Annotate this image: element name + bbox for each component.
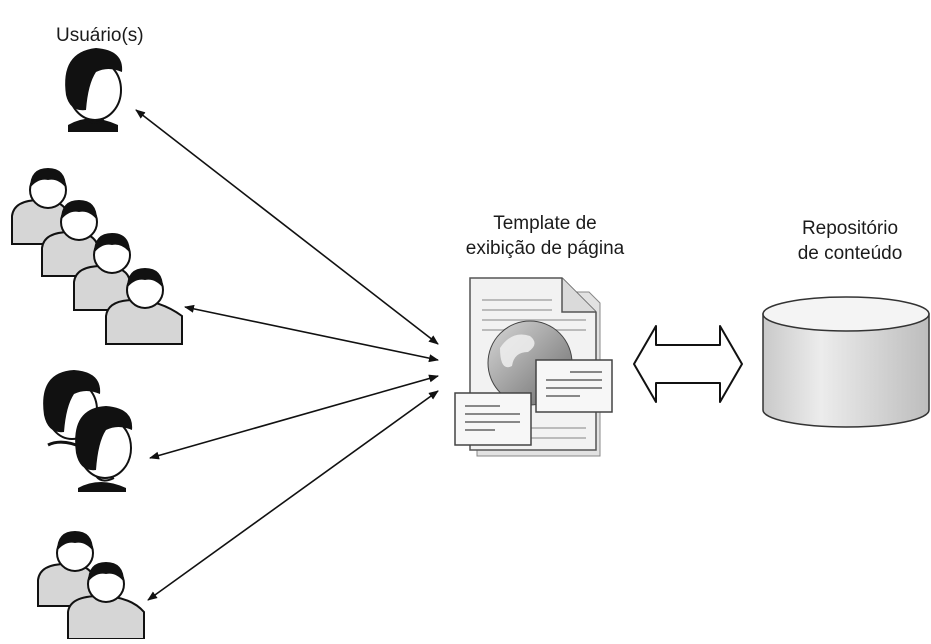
user-pair-bottom bbox=[37, 531, 145, 640]
arrow-user-single bbox=[135, 109, 439, 345]
user-single-top bbox=[65, 48, 123, 132]
users-label: Usuário(s) bbox=[56, 25, 144, 46]
web-page-template-icon bbox=[454, 277, 613, 457]
person-icon bbox=[73, 233, 131, 311]
person-icon bbox=[67, 562, 145, 640]
template-label: Template de exibição de página bbox=[445, 211, 645, 261]
user-pair-profiles bbox=[43, 370, 133, 492]
template-label-line2: exibição de página bbox=[465, 238, 625, 259]
connection-arrows bbox=[135, 109, 439, 601]
arrow-user-pair-bottom bbox=[147, 390, 439, 601]
text-card-left bbox=[454, 392, 532, 446]
repository-label: Repositório de conteúdo bbox=[770, 216, 930, 266]
arrow-user-group bbox=[184, 304, 439, 363]
user-group-four bbox=[11, 168, 183, 345]
arrow-user-pair-profiles bbox=[149, 374, 439, 460]
text-card-right bbox=[535, 359, 613, 413]
person-icon bbox=[75, 406, 133, 492]
double-headed-arrow-icon bbox=[633, 325, 743, 403]
person-icon bbox=[68, 118, 118, 132]
person-icon bbox=[37, 531, 95, 607]
template-label-line1: Template de bbox=[493, 213, 597, 234]
person-icon bbox=[11, 168, 69, 245]
database-cylinder-icon bbox=[762, 296, 930, 428]
repository-label-line2: de conteúdo bbox=[797, 243, 903, 264]
repository-label-line1: Repositório bbox=[801, 218, 899, 239]
